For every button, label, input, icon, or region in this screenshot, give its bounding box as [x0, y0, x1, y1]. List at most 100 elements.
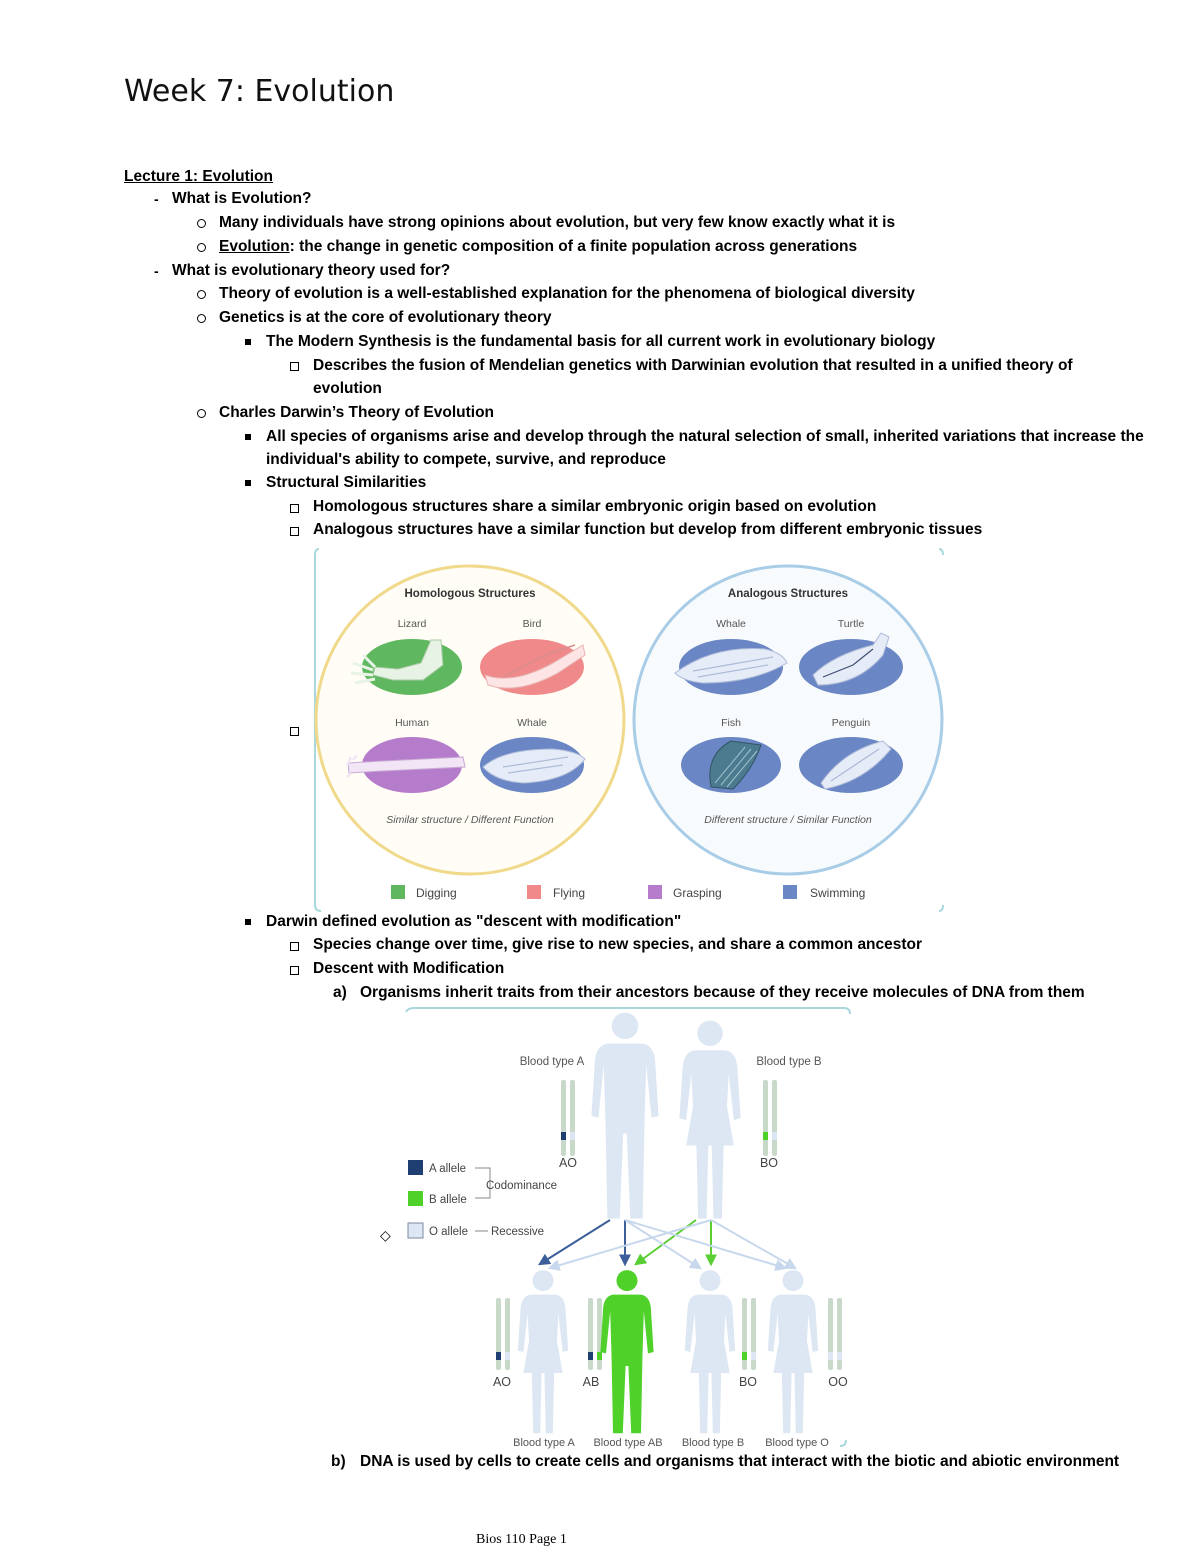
child-2-genotype: AB	[583, 1375, 600, 1389]
lizard-limb-illustration	[350, 639, 462, 695]
parent-a-label: Blood type A	[520, 1056, 585, 1068]
child-3-genotype: BO	[739, 1375, 757, 1389]
text-line: Species change over time, give rise to n…	[313, 936, 923, 953]
text-line: Analogous structures have a similar func…	[313, 521, 983, 538]
parent-a-chromosomes	[561, 1080, 575, 1156]
child-1-figure	[517, 1270, 569, 1434]
box-bullet	[290, 527, 299, 536]
figure-bracket	[839, 1439, 847, 1447]
legend-swatch-grasping	[648, 885, 662, 899]
whale-fin-illustration	[674, 639, 788, 695]
box-bullet	[290, 942, 299, 951]
figure-bracket	[405, 1007, 851, 1015]
text-line: Structural Similarities	[266, 474, 427, 491]
text-line: Genetics is at the core of evolutionary …	[219, 309, 552, 326]
legend-swimming: Swimming	[810, 886, 865, 900]
figure-bracket	[938, 548, 944, 556]
legend-b-allele: B allele	[429, 1194, 467, 1206]
recessive-label: Recessive	[491, 1226, 544, 1238]
inheritance-arrows	[537, 1219, 798, 1272]
box-bullet	[290, 727, 299, 736]
turtle-flipper-illustration	[799, 632, 903, 695]
child-2-chromosomes	[588, 1298, 602, 1370]
human-arm-illustration	[345, 737, 466, 793]
text-line: Evolution: the change in genetic composi…	[219, 238, 857, 256]
text-line: What is Evolution?	[172, 190, 312, 207]
figure-bracket	[938, 904, 944, 912]
analogous-caption: Different structure / Similar Function	[704, 814, 872, 826]
homologous-circle	[314, 564, 626, 876]
list-marker-b: b)	[331, 1453, 346, 1470]
label-whale-analogous: Whale	[716, 618, 746, 630]
parent-b-figure	[679, 1020, 741, 1219]
legend-swatch-o	[407, 1222, 424, 1239]
child-2-figure	[600, 1270, 654, 1434]
text-line: Charles Darwin’s Theory of Evolution	[219, 404, 495, 421]
square-bullet	[245, 919, 251, 925]
legend-o-allele: O allele	[429, 1226, 468, 1238]
text-line: What is evolutionary theory used for?	[172, 262, 451, 279]
legend-swatch-flying	[527, 885, 541, 899]
diamond-bullet: ◇	[380, 1227, 391, 1243]
label-whale: Whale	[517, 717, 547, 729]
text-line: Describes the fusion of Mendelian geneti…	[313, 357, 1073, 374]
lecture-heading: Lecture 1: Evolution	[124, 168, 273, 185]
parent-a-figure	[591, 1012, 659, 1219]
dash-bullet: -	[154, 191, 159, 207]
analogous-title: Analogous Structures	[728, 588, 848, 600]
codominance-label: Codominance	[486, 1180, 557, 1192]
text-line: DNA is used by cells to create cells and…	[360, 1453, 1120, 1470]
parent-a-genotype: AO	[559, 1156, 577, 1170]
page-footer: Bios 110 Page 1	[476, 1532, 567, 1547]
child-1-label: Blood type A	[513, 1437, 575, 1449]
label-lizard: Lizard	[398, 618, 427, 630]
child-4-label: Blood type O	[765, 1437, 829, 1449]
parent-b-label: Blood type B	[756, 1056, 822, 1068]
legend-swatch-digging	[391, 885, 405, 899]
text-line: Homologous structures share a similar em…	[313, 498, 877, 515]
child-4-chromosomes	[828, 1298, 842, 1370]
blood-type-figure: Blood type A Blood type B AO BO A allele	[400, 1006, 852, 1452]
codominance-bracket	[475, 1167, 491, 1199]
legend-swatch-b	[408, 1191, 423, 1206]
homologous-title: Homologous Structures	[405, 588, 536, 600]
text-line: All species of organisms arise and devel…	[266, 428, 1144, 445]
child-4-genotype: OO	[828, 1375, 848, 1389]
page-title: Week 7: Evolution	[124, 74, 395, 109]
text-line: evolution	[313, 380, 382, 397]
whale-flipper-illustration	[480, 737, 586, 793]
legend-flying: Flying	[553, 886, 585, 900]
analogous-circle	[632, 564, 944, 876]
homologous-caption: Similar structure / Different Function	[386, 814, 554, 826]
structures-figure: Homologous Structures Analogous Structur…	[313, 545, 945, 913]
legend-swatch-a	[408, 1160, 423, 1175]
child-3-chromosomes	[742, 1298, 756, 1370]
text-line: Many individuals have strong opinions ab…	[219, 214, 896, 231]
legend-a-allele: A allele	[429, 1163, 466, 1175]
legend-swatch-swimming	[783, 885, 797, 899]
child-4-figure	[767, 1270, 819, 1434]
label-penguin: Penguin	[832, 717, 871, 729]
square-bullet	[245, 434, 251, 440]
label-turtle: Turtle	[838, 618, 865, 630]
penguin-wing-illustration	[799, 737, 903, 793]
parent-b-chromosomes	[763, 1080, 777, 1156]
box-bullet	[290, 966, 299, 975]
square-bullet	[245, 480, 251, 486]
box-bullet	[290, 504, 299, 513]
label-fish: Fish	[721, 717, 741, 729]
list-marker-a: a)	[333, 984, 347, 1001]
bird-wing-illustration	[480, 639, 586, 695]
term-definition: : the change in genetic composition of a…	[289, 238, 858, 255]
text-line: individual's ability to compete, survive…	[266, 451, 666, 468]
text-line: Darwin defined evolution as "descent wit…	[266, 913, 682, 930]
box-bullet	[290, 362, 299, 371]
child-1-genotype: AO	[493, 1375, 511, 1389]
term-evolution: Evolution	[219, 238, 290, 255]
dash-bullet: -	[154, 263, 159, 279]
square-bullet	[245, 339, 251, 345]
circle-bullet	[197, 219, 206, 228]
text-line: Descent with Modification	[313, 960, 505, 977]
label-bird: Bird	[523, 618, 542, 630]
child-3-figure	[684, 1270, 736, 1434]
